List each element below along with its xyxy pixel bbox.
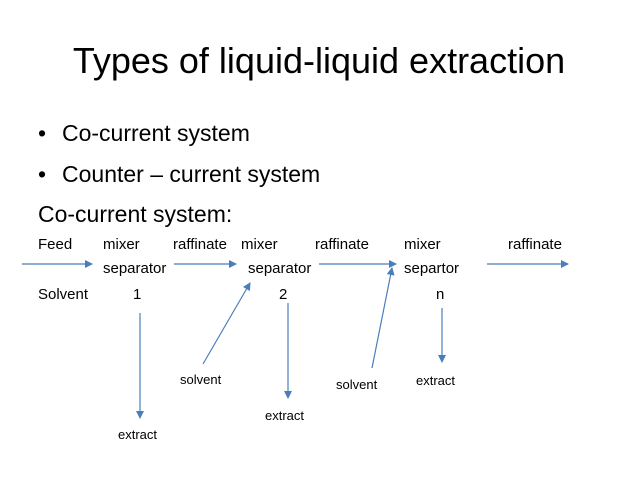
stageN-separator-label: separtor xyxy=(404,260,460,277)
raffinate-1-label: raffinate xyxy=(173,236,227,253)
extract-1-label: extract xyxy=(118,427,158,442)
stage1-separator-label: separator xyxy=(103,260,167,277)
extract-2-label: extract xyxy=(265,408,305,423)
bullet-text: Co-current system xyxy=(62,120,250,146)
solvent-inlet-2-label: solvent xyxy=(180,372,222,387)
stageN-mixer-label: mixer xyxy=(404,236,441,253)
stageN-number: n xyxy=(436,286,445,303)
slide-title: Types of liquid-liquid extraction xyxy=(72,40,566,81)
extract-n-label: extract xyxy=(416,373,456,388)
bullet-co-current: • Co-current system xyxy=(38,120,250,147)
feed-label: Feed xyxy=(38,236,73,253)
arrow-group xyxy=(22,260,569,419)
bullet-dot: • xyxy=(38,161,47,187)
solvent-n-arrow xyxy=(371,267,395,369)
solvent-row-label: Solvent xyxy=(38,286,89,303)
bullet-dot: • xyxy=(38,120,47,146)
solvent-inlet-n-label: solvent xyxy=(336,377,378,392)
stage2-number: 2 xyxy=(279,286,288,303)
solvent-2-arrow xyxy=(202,282,251,365)
bullet-text: Counter – current system xyxy=(62,161,321,187)
raffinate-3-label: raffinate xyxy=(508,236,562,253)
stage2-mixer-label: mixer xyxy=(241,236,278,253)
stage1-mixer-label: mixer xyxy=(103,236,140,253)
raffinate-2-label: raffinate xyxy=(315,236,369,253)
stage1-number: 1 xyxy=(133,286,142,303)
stage2-separator-label: separator xyxy=(248,260,312,277)
section-subheading: Co-current system: xyxy=(38,201,233,227)
bullet-counter-current: • Counter – current system xyxy=(38,161,320,188)
